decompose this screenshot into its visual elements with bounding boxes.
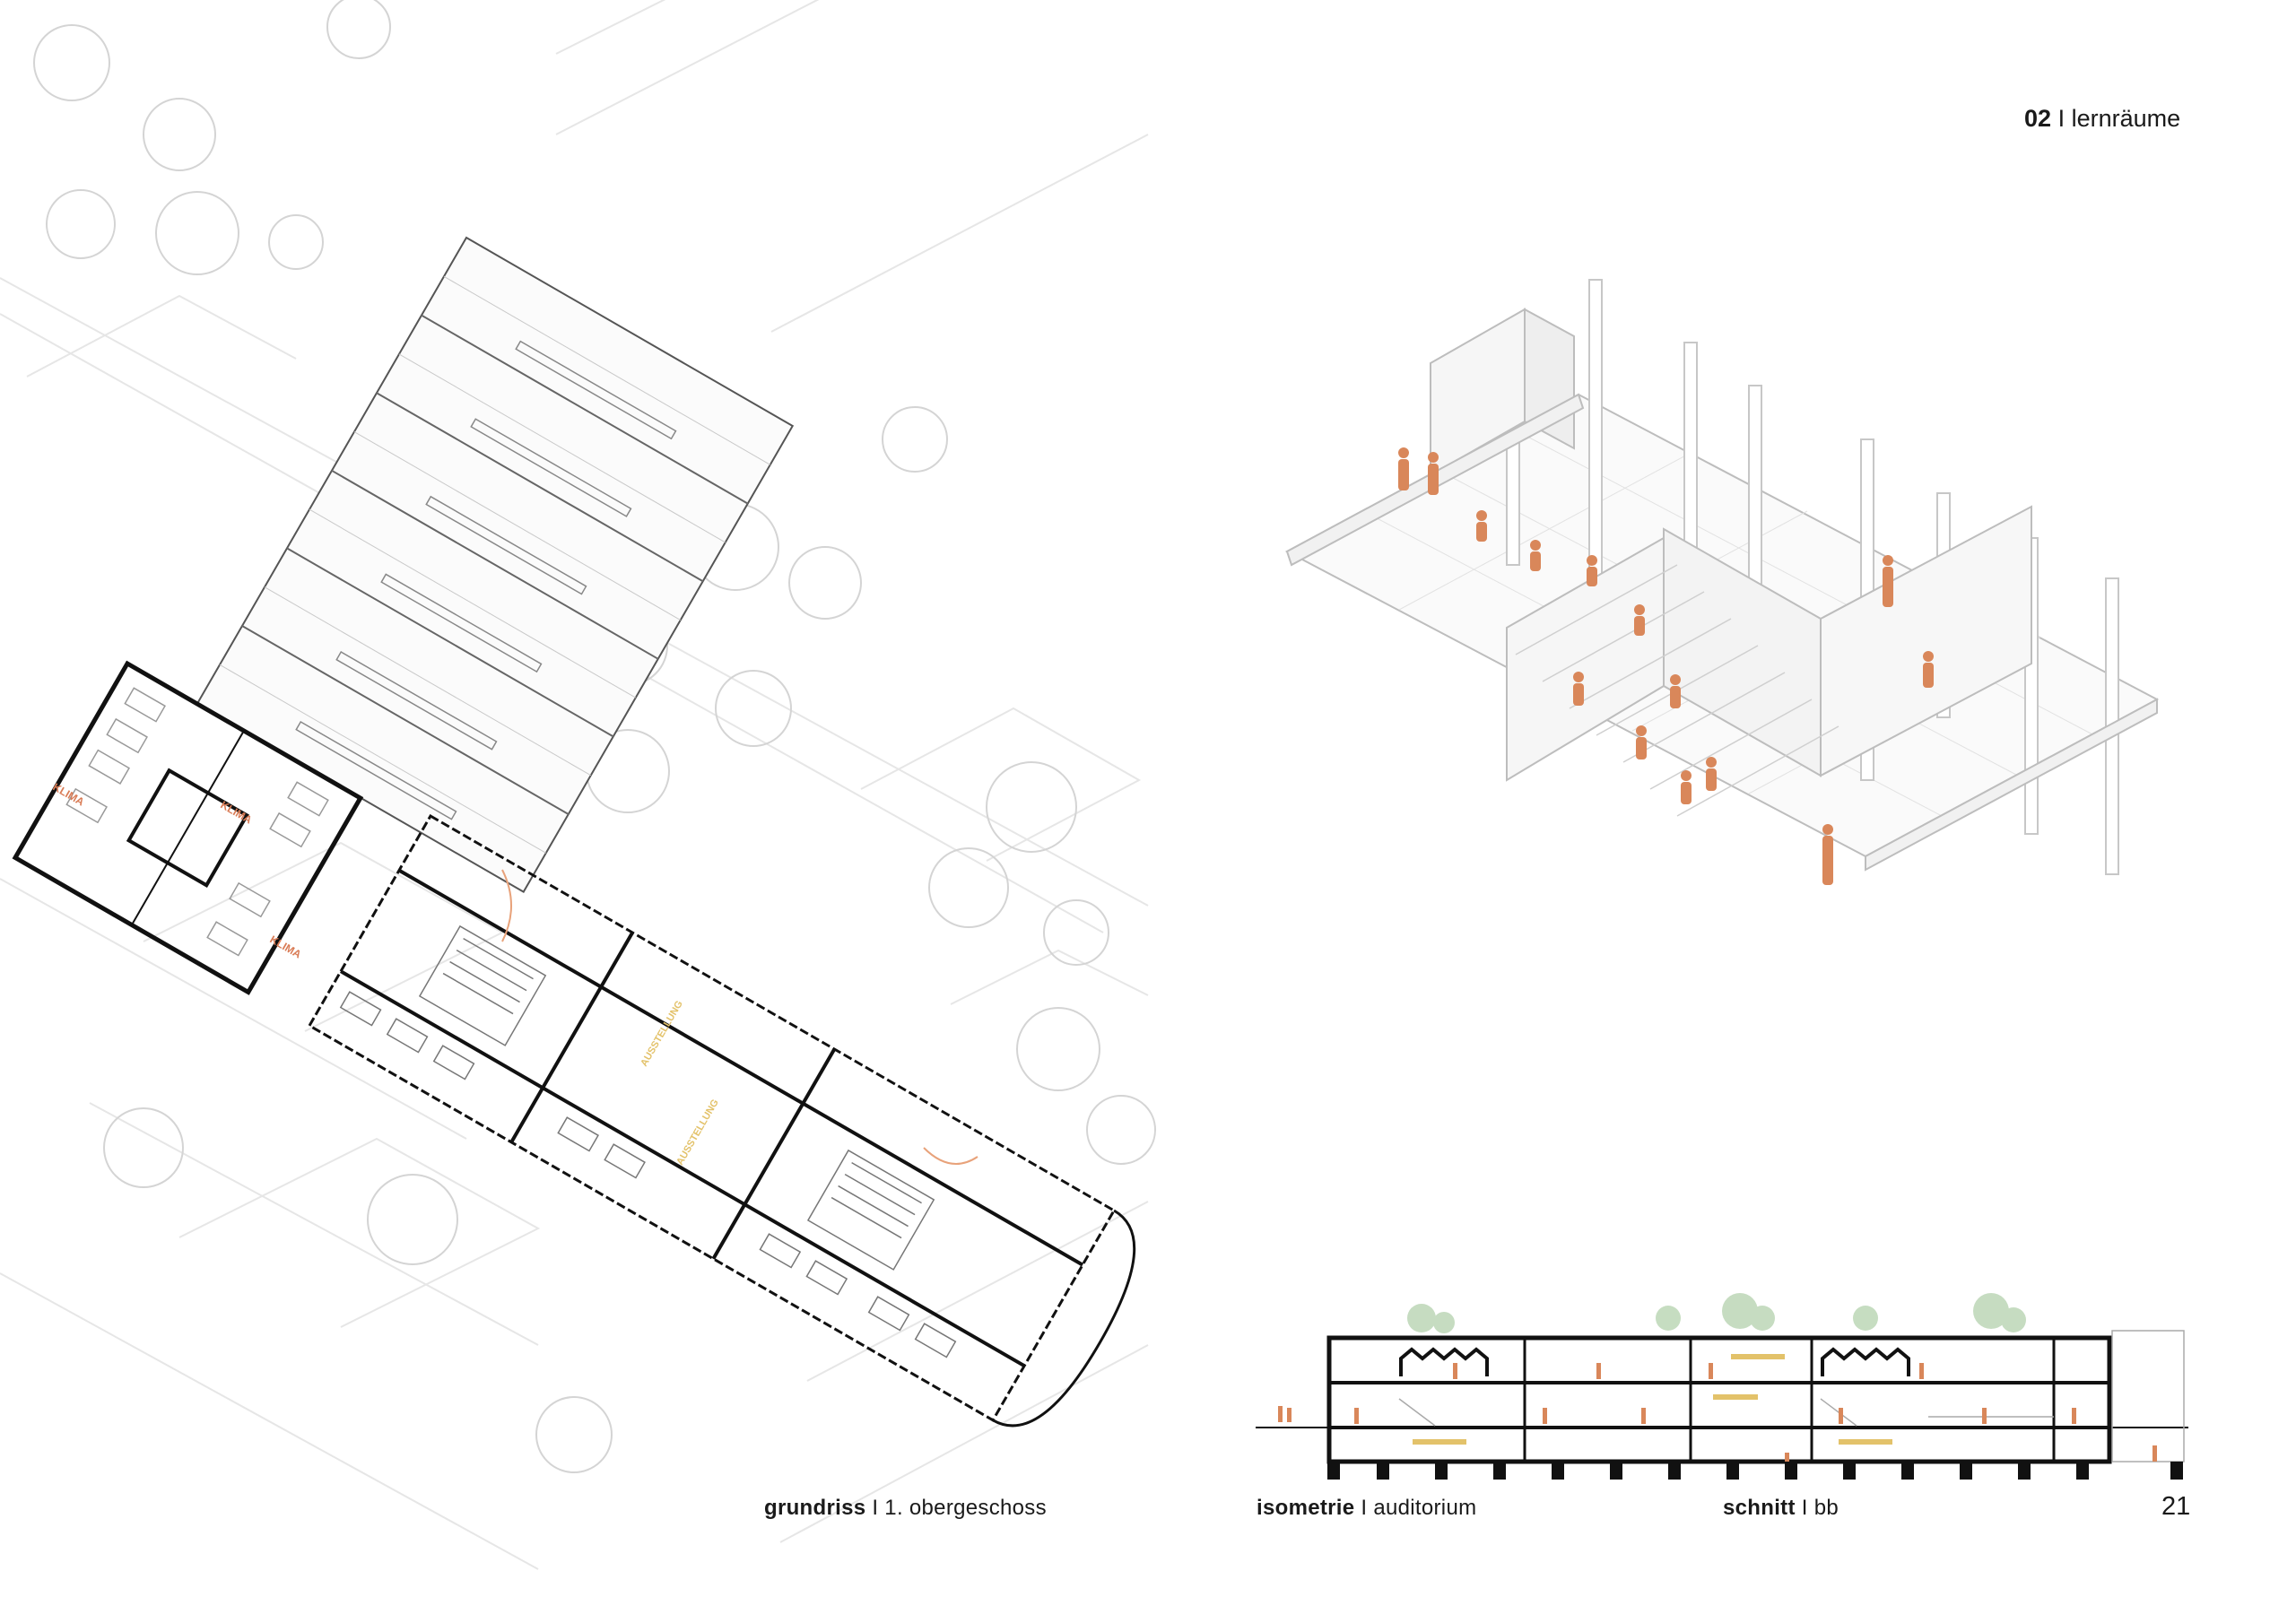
plan-caption-title: grundriss [764, 1496, 866, 1520]
section-separator: I [2057, 105, 2066, 132]
tree-symbols [33, 0, 1156, 1473]
section-header: 02 I lernräume [2024, 105, 2180, 133]
people-figures [1398, 447, 1934, 885]
section-caption-separator: I [1801, 1496, 1808, 1520]
section-name: lernräume [2071, 105, 2181, 132]
isometric-drawing [1284, 279, 2160, 875]
iso-caption: isometrie I auditorium [1257, 1496, 1476, 1521]
plan-caption: grundriss I 1. obergeschoss [764, 1496, 1047, 1521]
page-number: 21 [2161, 1492, 2191, 1521]
plan-caption-subtitle: 1. obergeschoss [884, 1496, 1047, 1520]
section-number: 02 [2024, 105, 2052, 132]
section-caption: schnitt I bb [1723, 1496, 1839, 1521]
section-caption-title: schnitt [1723, 1496, 1796, 1520]
svg-text:AUSSTELLUNG: AUSSTELLUNG [639, 999, 685, 1068]
plan-caption-separator: I [872, 1496, 879, 1520]
section-caption-subtitle: bb [1813, 1496, 1839, 1520]
svg-text:KLIMA: KLIMA [219, 798, 255, 826]
iso-caption-title: isometrie [1257, 1496, 1355, 1520]
iso-caption-separator: I [1361, 1496, 1368, 1520]
section-drawing [1256, 1293, 2188, 1480]
iso-caption-subtitle: auditorium [1373, 1496, 1477, 1520]
site-context-lines [0, 0, 1149, 1570]
svg-text:AUSSTELLUNG: AUSSTELLUNG [674, 1098, 721, 1167]
svg-text:KLIMA: KLIMA [51, 780, 87, 808]
